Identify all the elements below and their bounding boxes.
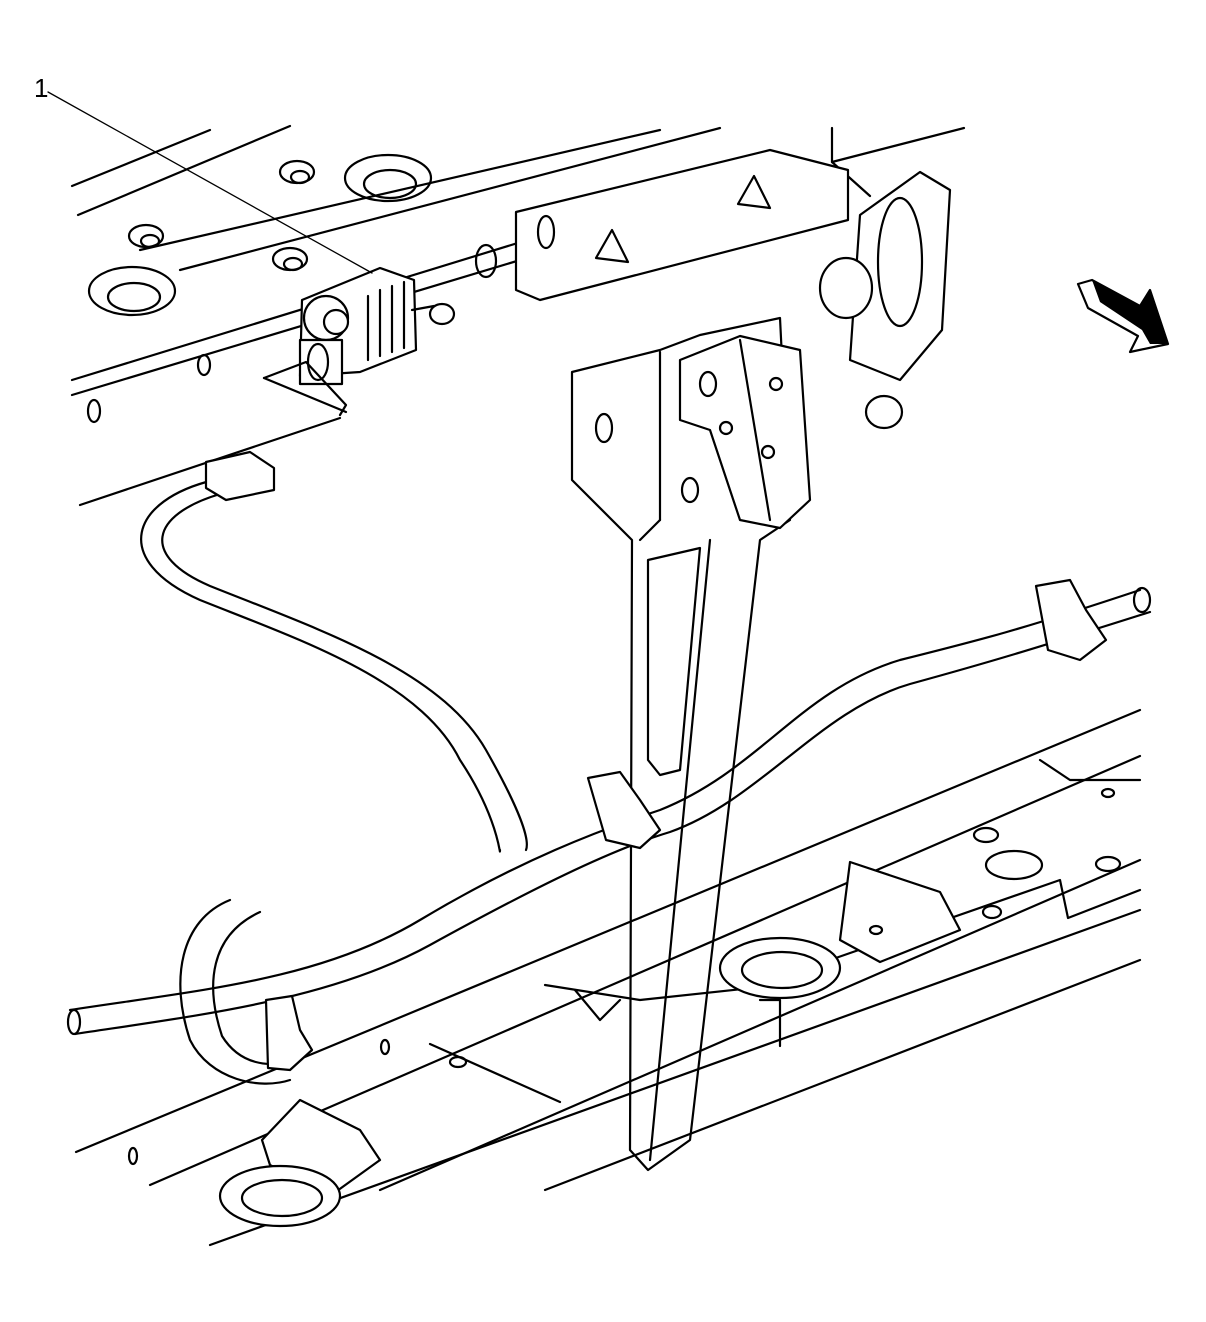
sensor-module [262, 266, 456, 417]
callout-label: 1 [34, 73, 48, 103]
forward-arrow-icon [1076, 278, 1170, 354]
lower-floor-pan [74, 708, 1142, 1247]
wiring-harness [66, 450, 1152, 1085]
callout-1: 1 [34, 73, 373, 274]
retractor-bracket [514, 126, 966, 1172]
